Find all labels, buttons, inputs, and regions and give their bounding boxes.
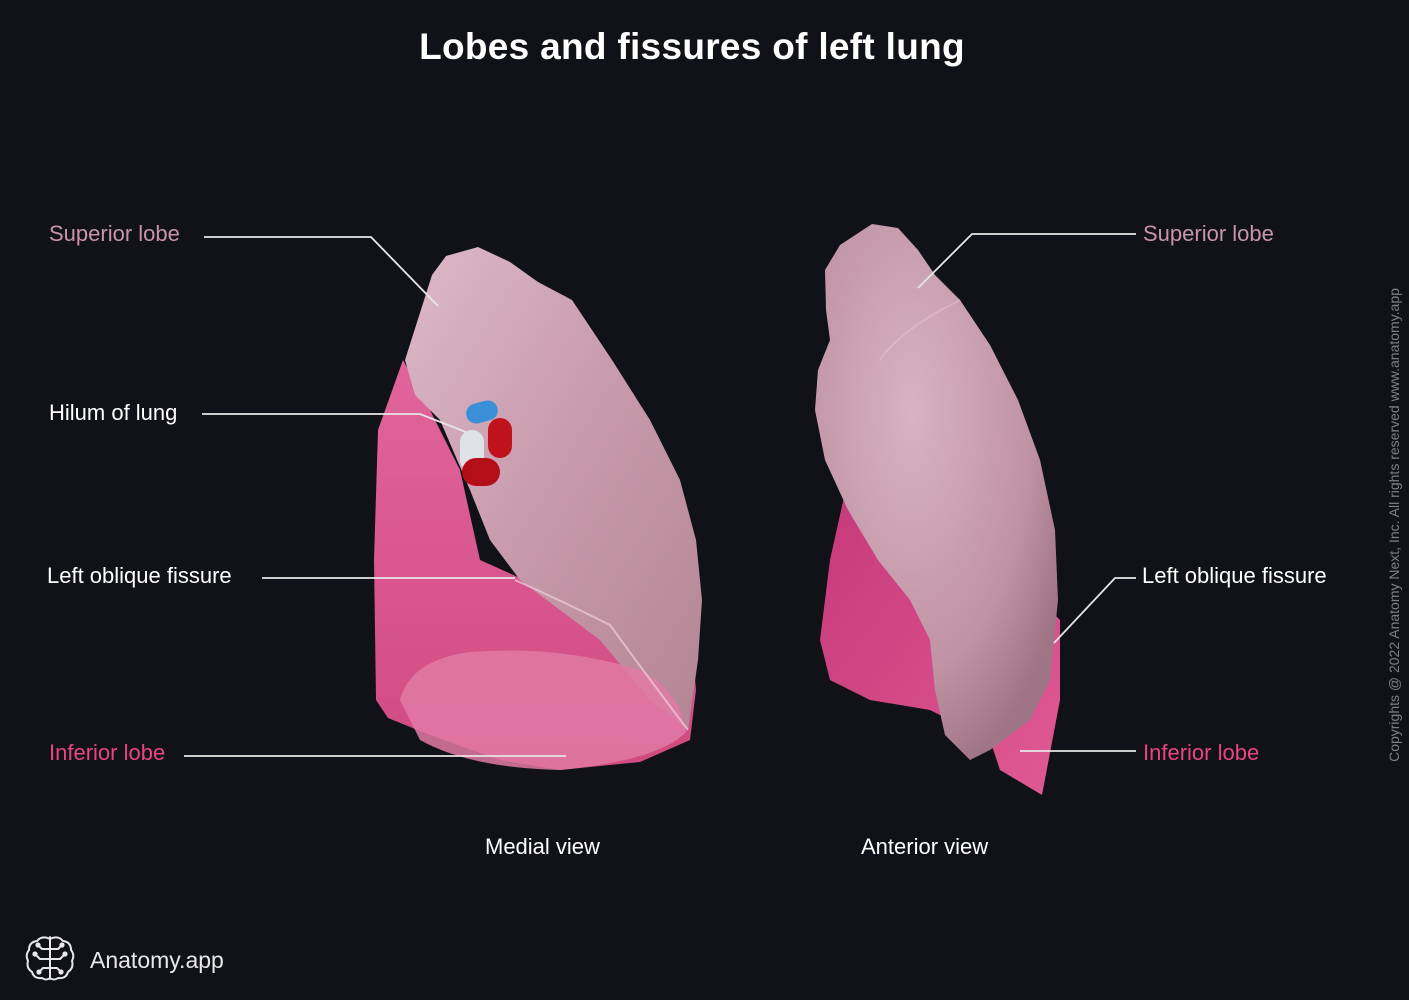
page-title: Lobes and fissures of left lung [419, 26, 965, 67]
leader-anterior-superior [917, 233, 1136, 289]
label-medial-hilum: Hilum of lung [49, 400, 178, 425]
label-medial-oblique-fissure: Left oblique fissure [47, 563, 232, 588]
caption-anterior-view: Anterior view [861, 834, 989, 859]
leader-medial-hilum [202, 413, 467, 433]
label-anterior-inferior-lobe: Inferior lobe [1143, 740, 1260, 765]
anterior-lung [815, 224, 1060, 795]
brain-icon [24, 933, 76, 988]
copyright-text: Copyrights @ 2022 Anatomy Next, Inc. All… [1386, 288, 1402, 762]
label-medial-inferior-lobe: Inferior lobe [49, 740, 166, 765]
brand-logo[interactable]: Anatomy.app [24, 933, 224, 988]
label-anterior-oblique-fissure: Left oblique fissure [1142, 563, 1327, 588]
medial-lung [374, 247, 702, 770]
medial-diaphragmatic-surface [400, 650, 686, 770]
medial-superior-lobe [405, 247, 702, 730]
leader-medial-superior [204, 236, 439, 307]
label-medial-superior-lobe: Superior lobe [49, 221, 180, 246]
anterior-superior-lobe [815, 224, 1058, 760]
label-anterior-superior-lobe: Superior lobe [1143, 221, 1274, 246]
leader-lines [184, 233, 1136, 757]
brand-name: Anatomy.app [90, 947, 224, 973]
leader-anterior-fissure [1053, 577, 1136, 644]
hilum-structures [460, 400, 512, 486]
caption-medial-view: Medial view [485, 834, 600, 859]
